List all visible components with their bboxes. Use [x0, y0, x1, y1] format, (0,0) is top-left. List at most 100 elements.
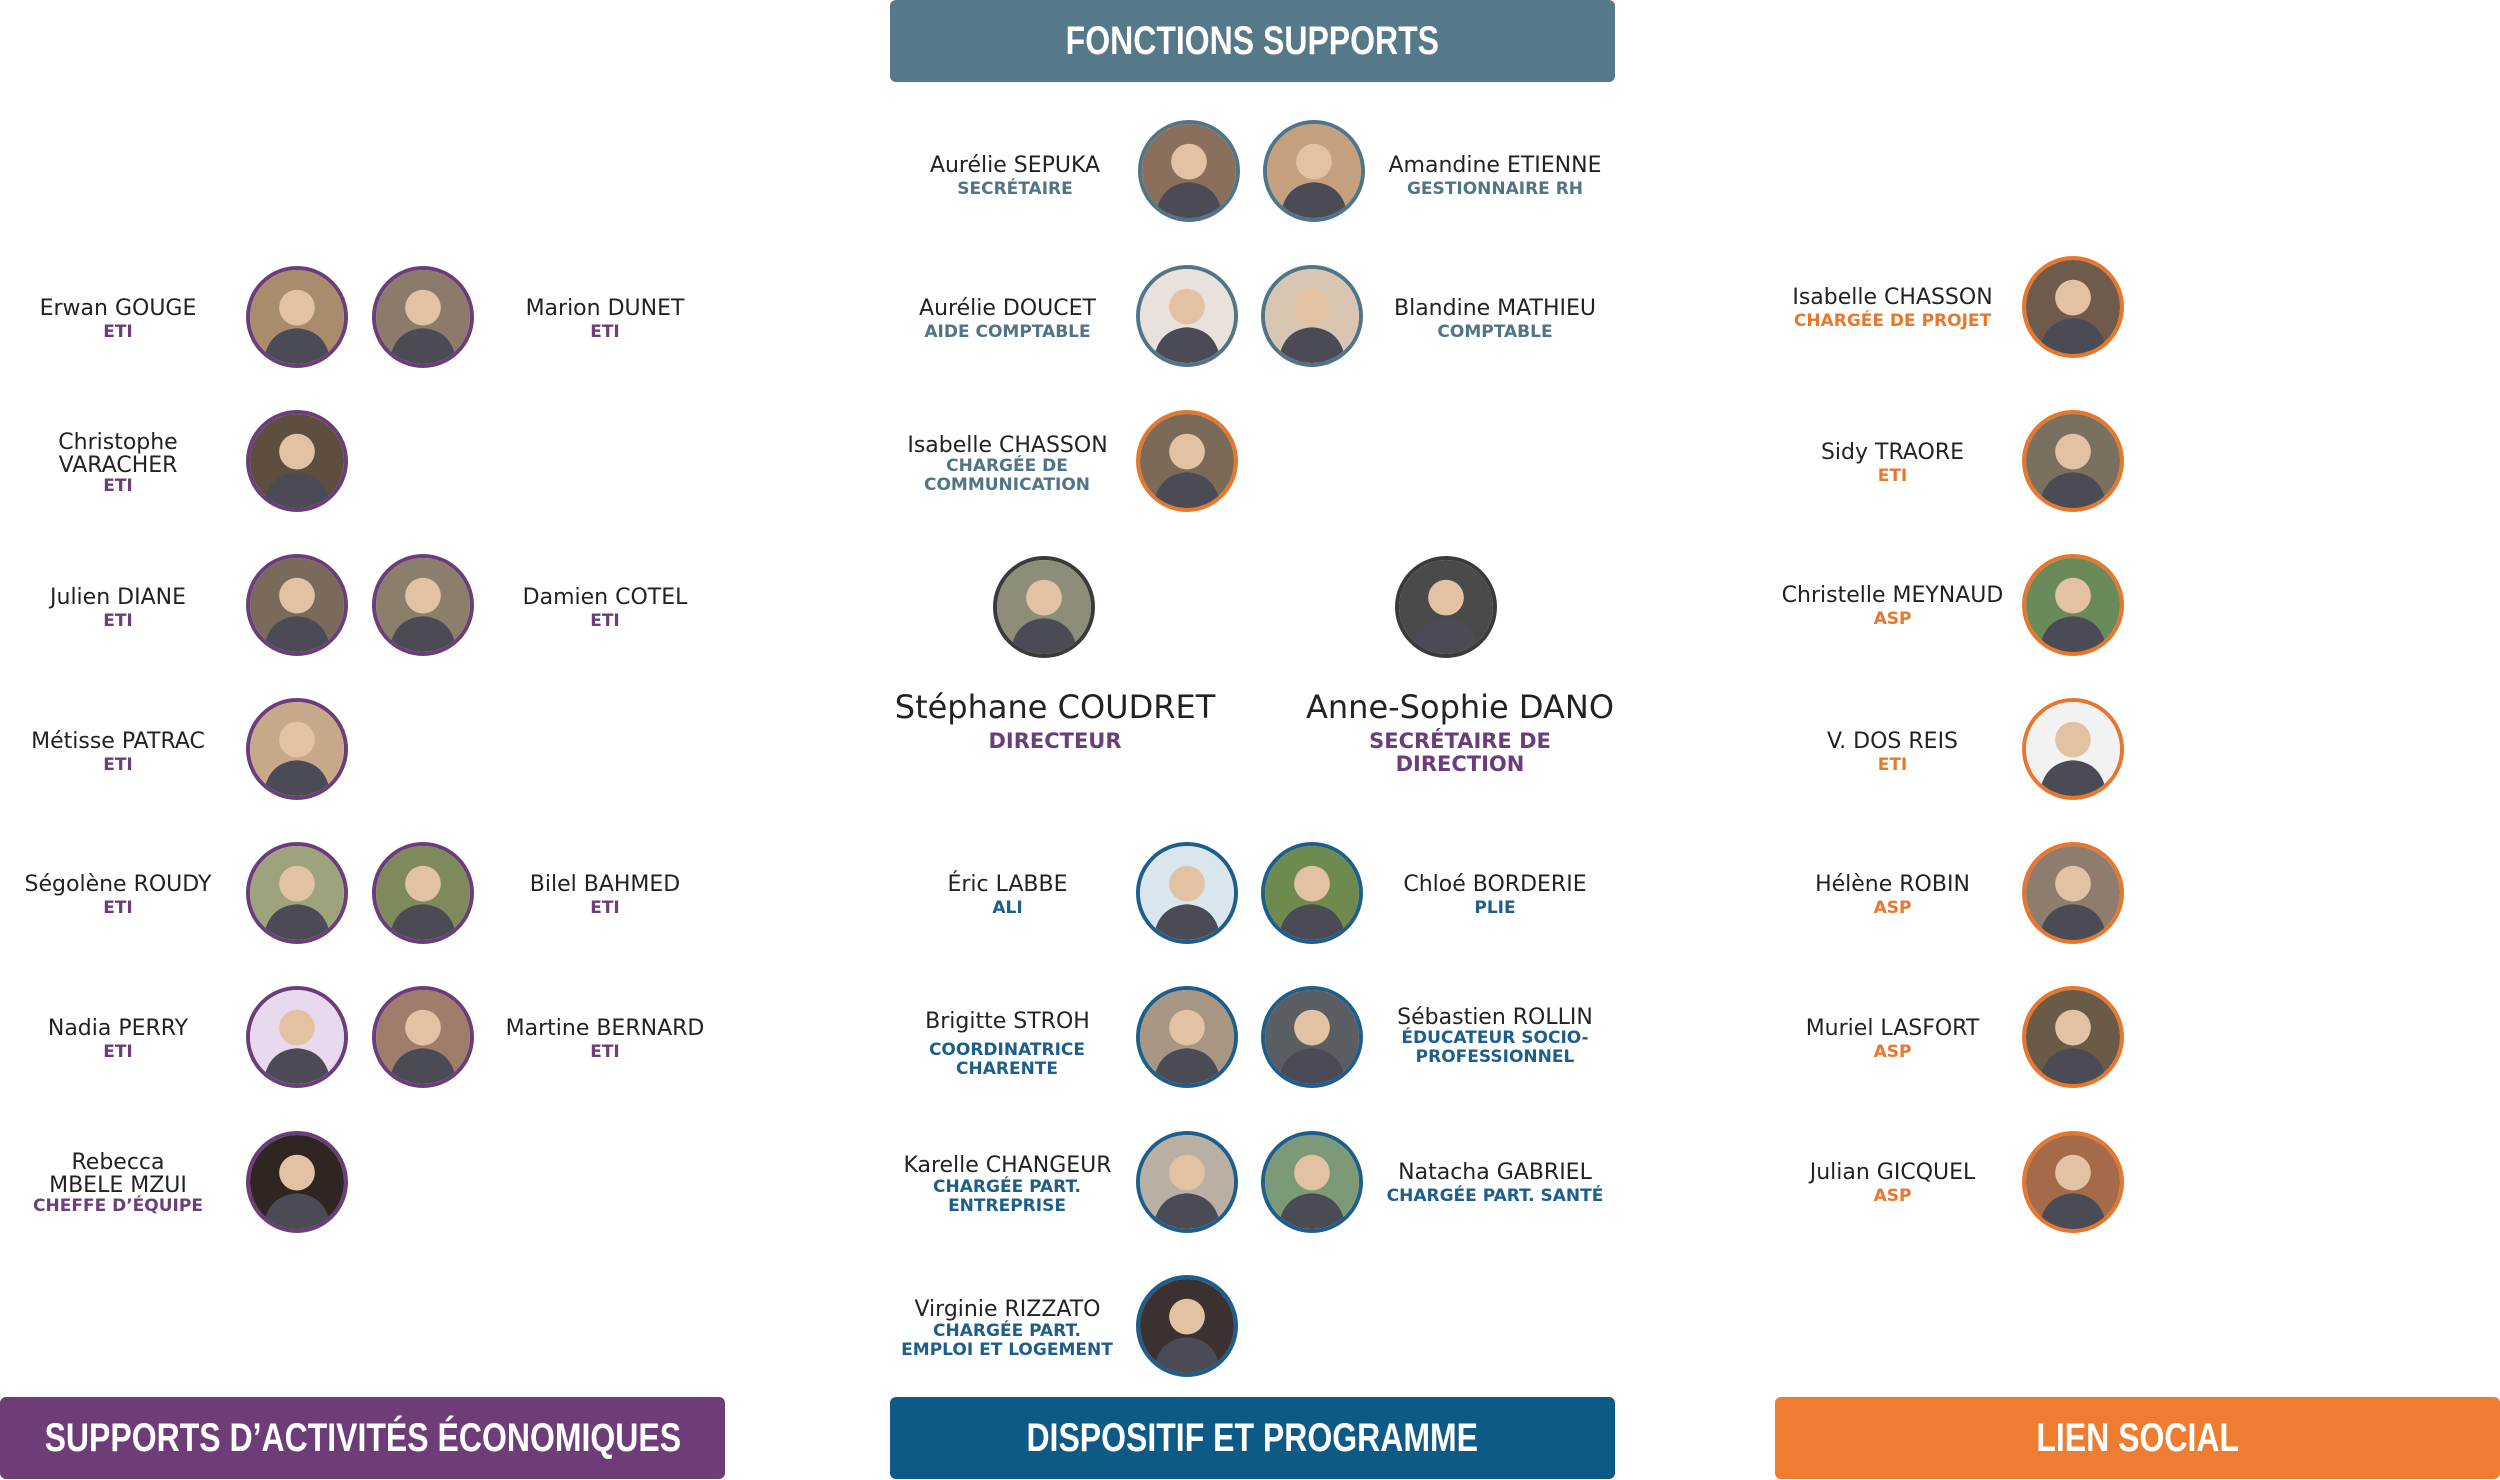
- person-photo: [1138, 120, 1240, 222]
- person-name: Martine BERNARD: [505, 1016, 705, 1041]
- portrait-icon: [250, 702, 344, 796]
- person-name: Marion DUNET: [525, 296, 685, 321]
- person-card: Sidy TRAORE ETI: [1770, 441, 2015, 486]
- person-role: AIDE COMPTABLE: [924, 322, 1091, 342]
- person-name: Ségolène ROUDY: [24, 872, 212, 897]
- person-card: Sébastien ROLLIN ÉDUCATEUR SOCIO-PROFESS…: [1360, 1006, 1630, 1067]
- person-name: Aurélie DOUCET: [919, 296, 1096, 321]
- person-photo: [246, 266, 348, 368]
- person-role: ASP: [1873, 609, 1912, 629]
- person-card: Julian GICQUEL ASP: [1770, 1161, 2015, 1206]
- person-name: Blandine MATHIEU: [1394, 296, 1596, 321]
- person-card: Chloé BORDERIE PLIE: [1360, 873, 1630, 918]
- person-role: CHARGÉE PART. EMPLOI ET LOGEMENT: [901, 1321, 1113, 1360]
- person-role: COORDINATRICE CHARENTE: [928, 1040, 1086, 1079]
- person-role: ETI: [590, 1042, 620, 1062]
- person-photo: [246, 698, 348, 800]
- portrait-icon: [1399, 560, 1493, 654]
- portrait-icon: [1140, 1279, 1234, 1373]
- person-name: Christelle MEYNAUD: [1781, 583, 2004, 608]
- person-photo: [372, 986, 474, 1088]
- person-card: Julien DIANE ETI: [0, 586, 236, 631]
- person-card: Rebecca MBELE MZUI CHEFFE D’ÉQUIPE: [0, 1151, 236, 1216]
- person-name: Isabelle CHASSON: [907, 433, 1108, 458]
- person-role: ETI: [590, 611, 620, 631]
- portrait-icon: [1140, 990, 1234, 1084]
- person-photo: [1136, 986, 1238, 1088]
- portrait-icon: [2026, 846, 2120, 940]
- person-name: Stéphane COUDRET: [894, 688, 1216, 726]
- person-name: Éric LABBE: [947, 872, 1068, 897]
- person-role: ETI: [1877, 466, 1908, 486]
- person-photo: [1136, 265, 1238, 367]
- person-role: ETI: [103, 476, 133, 496]
- director-card: Stéphane COUDRET DIRECTEUR: [880, 690, 1230, 753]
- person-photo: [2022, 1131, 2124, 1233]
- person-card: Damien COTEL ETI: [480, 586, 730, 631]
- portrait-icon: [1265, 269, 1359, 363]
- person-role: SECRÉTAIRE: [957, 179, 1073, 199]
- banner-title: SUPPORTS D’ACTIVITÉS ÉCONOMIQUES: [44, 1415, 681, 1460]
- portrait-icon: [250, 558, 344, 652]
- person-photo: [2022, 698, 2124, 800]
- person-card: Erwan GOUGE ETI: [0, 297, 236, 342]
- banner-title: FONCTIONS SUPPORTS: [1065, 18, 1440, 63]
- person-photo: [1136, 842, 1238, 944]
- portrait-icon: [2026, 260, 2120, 354]
- banner-title: DISPOSITIF ET PROGRAMME: [1026, 1415, 1479, 1460]
- person-card: V. DOS REIS ETI: [1770, 730, 2015, 775]
- person-name: Brigitte STROH: [925, 1009, 1090, 1034]
- portrait-icon: [1140, 269, 1234, 363]
- banner-lien-social: LIEN SOCIAL: [1775, 1397, 2500, 1479]
- person-name: Aurélie SEPUKA: [929, 153, 1101, 178]
- person-card: Nadia PERRY ETI: [0, 1017, 236, 1062]
- portrait-icon: [1140, 414, 1234, 508]
- person-role: ETI: [103, 322, 133, 342]
- person-photo: [2022, 554, 2124, 656]
- person-role: PLIE: [1474, 898, 1516, 918]
- person-photo: [246, 410, 348, 512]
- portrait-icon: [376, 270, 470, 364]
- person-name: Anne-Sophie DANO: [1305, 688, 1614, 726]
- person-card: Natacha GABRIEL CHARGÉE PART. SANTÉ: [1360, 1161, 1630, 1206]
- portrait-icon: [250, 1135, 344, 1229]
- person-name: Julian GICQUEL: [1809, 1160, 1976, 1185]
- person-photo: [246, 1131, 348, 1233]
- person-photo: [1261, 1131, 1363, 1233]
- person-name: Karelle CHANGEUR: [903, 1153, 1112, 1178]
- person-card: Christelle MEYNAUD ASP: [1770, 584, 2015, 629]
- person-photo: [372, 554, 474, 656]
- person-photo: [1395, 556, 1497, 658]
- portrait-icon: [1265, 846, 1359, 940]
- portrait-icon: [376, 990, 470, 1084]
- person-card: Virginie RIZZATO CHARGÉE PART. EMPLOI ET…: [880, 1298, 1135, 1360]
- banner-dispositif-programme: DISPOSITIF ET PROGRAMME: [890, 1397, 1615, 1479]
- person-name: Bilel BAHMED: [529, 872, 681, 897]
- person-role: ÉDUCATEUR SOCIO-PROFESSIONNEL: [1401, 1028, 1589, 1067]
- portrait-icon: [250, 846, 344, 940]
- person-role: CHEFFE D’ÉQUIPE: [33, 1196, 203, 1216]
- person-photo: [1263, 120, 1365, 222]
- person-card: Isabelle CHASSON CHARGÉE DE PROJET: [1770, 286, 2015, 331]
- person-name: V. DOS REIS: [1826, 729, 1959, 754]
- person-name: Natacha GABRIEL: [1398, 1160, 1592, 1185]
- person-card: Bilel BAHMED ETI: [480, 873, 730, 918]
- person-role: ASP: [1873, 898, 1912, 918]
- person-photo: [1261, 986, 1363, 1088]
- portrait-icon: [2026, 702, 2120, 796]
- person-name: Nadia PERRY: [47, 1016, 189, 1041]
- person-card: Hélène ROBIN ASP: [1770, 873, 2015, 918]
- direction-secretary-card: Anne-Sophie DANO SECRÉTAIRE DE DIRECTION: [1285, 690, 1635, 776]
- person-name: Chloé BORDERIE: [1403, 872, 1587, 897]
- person-role: ETI: [103, 898, 133, 918]
- person-photo: [246, 842, 348, 944]
- portrait-icon: [2026, 1135, 2120, 1229]
- person-photo: [993, 556, 1095, 658]
- portrait-icon: [2026, 558, 2120, 652]
- person-photo: [1136, 1275, 1238, 1377]
- person-role: ALI: [992, 898, 1023, 918]
- portrait-icon: [2026, 990, 2120, 1084]
- portrait-icon: [1140, 846, 1234, 940]
- person-card: Martine BERNARD ETI: [480, 1017, 730, 1062]
- person-role: ETI: [103, 1042, 133, 1062]
